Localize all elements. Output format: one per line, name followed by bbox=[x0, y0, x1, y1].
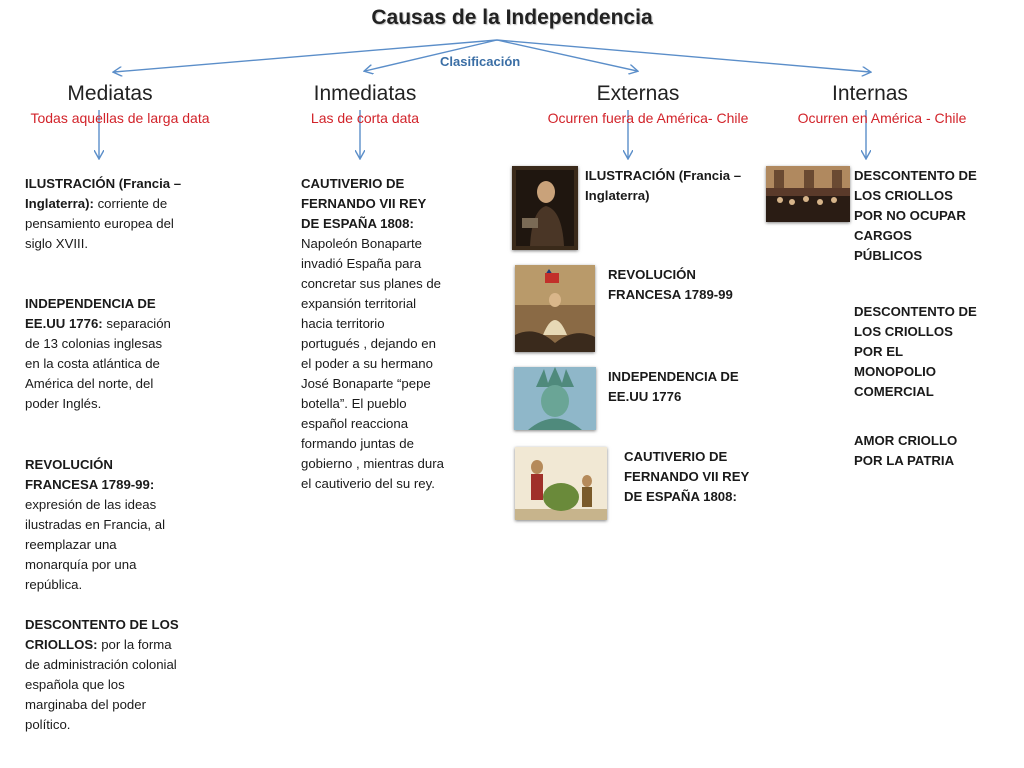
portrait-painting-image bbox=[512, 166, 578, 250]
block-title: CAUTIVERIO DE FERNANDO VII REY DE ESPAÑA… bbox=[301, 176, 427, 231]
internas-item-amor-patria: AMOR CRIOLLO POR LA PATRIA bbox=[854, 433, 958, 468]
mediatas-block-descontento-criollos: DESCONTENTO DE LOS CRIOLLOS: por la form… bbox=[25, 615, 185, 735]
externas-item-independencia-eeuu: INDEPENDENCIA DE EE.UU 1776 bbox=[608, 369, 739, 404]
block-title: ILUSTRACIÓN (Francia – Inglaterra): bbox=[25, 176, 182, 211]
mediatas-block-independencia-eeuu: INDEPENDENCIA DE EE.UU 1776: separación … bbox=[25, 294, 180, 414]
heading-internas: Internas bbox=[832, 82, 908, 105]
externas-item-cautiverio: CAUTIVERIO DE FERNANDO VII REY DE ESPAÑA… bbox=[624, 449, 750, 504]
arrow-to-externas bbox=[496, 39, 637, 71]
block-text: corriente de pensamiento europea del sig… bbox=[25, 196, 174, 251]
heading-mediatas: Mediatas bbox=[67, 82, 153, 105]
classification-label: Clasificación bbox=[440, 54, 521, 69]
subtitle-inmediatas: Las de corta data bbox=[310, 110, 420, 126]
internas-item-cargos-publicos: DESCONTENTO DE LOS CRIOLLOS POR NO OCUPA… bbox=[854, 168, 977, 263]
inmediatas-block-cautiverio: CAUTIVERIO DE FERNANDO VII REY DE ESPAÑA… bbox=[301, 174, 446, 494]
block-text: separación de 13 colonias inglesas en la… bbox=[25, 316, 171, 411]
heading-externas: Externas bbox=[596, 82, 680, 105]
block-title: DESCONTENTO DE LOS CRIOLLOS: bbox=[25, 617, 179, 652]
block-title: INDEPENDENCIA DE EE.UU 1776: bbox=[25, 296, 156, 331]
internas-item-monopolio-comercial: DESCONTENTO DE LOS CRIOLLOS POR EL MONOP… bbox=[854, 304, 977, 399]
caricature-illustration-image bbox=[515, 447, 607, 520]
subtitle-mediatas: Todas aquellas de larga data bbox=[30, 110, 210, 126]
liberty-leading-painting-image bbox=[515, 265, 595, 352]
statue-of-liberty-image bbox=[514, 367, 596, 430]
block-text: Napoleón Bonaparte invadió España para c… bbox=[301, 236, 444, 491]
subtitle-internas: Ocurren en América - Chile bbox=[797, 110, 967, 126]
subtitle-externas: Ocurren fuera de América- Chile bbox=[547, 110, 749, 126]
arrow-to-internas bbox=[496, 39, 870, 72]
externas-item-revolucion-francesa: REVOLUCIÓN FRANCESA 1789-99 bbox=[608, 267, 733, 302]
heading-inmediatas: Inmediatas bbox=[313, 82, 417, 105]
externas-item-ilustracion: ILUSTRACIÓN (Francia – Inglaterra) bbox=[585, 168, 742, 203]
block-text: por la forma de administración colonial … bbox=[25, 637, 177, 732]
block-text: expresión de las ideas ilustradas en Fra… bbox=[25, 497, 166, 592]
diagram-title: Causas de la Independencia bbox=[371, 6, 653, 29]
mediatas-block-ilustracion: ILUSTRACIÓN (Francia – Inglaterra): corr… bbox=[25, 174, 195, 254]
arrow-to-mediatas bbox=[114, 39, 498, 72]
arrow-to-inmediatas bbox=[365, 39, 498, 71]
block-title: REVOLUCIÓN FRANCESA 1789-99: bbox=[25, 457, 155, 492]
mediatas-block-revolucion-francesa: REVOLUCIÓN FRANCESA 1789-99: expresión d… bbox=[25, 455, 180, 595]
assembly-painting-image bbox=[766, 166, 850, 222]
